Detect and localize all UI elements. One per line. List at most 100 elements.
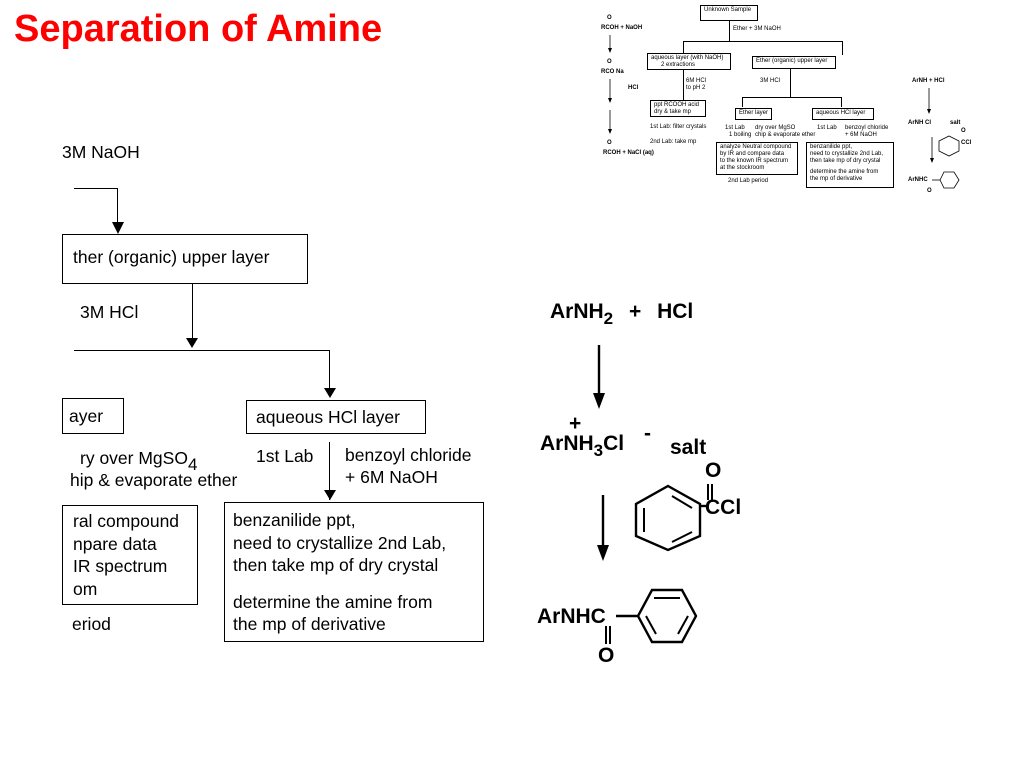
thumb-analyze-line: to the known IR spectrum	[720, 158, 789, 164]
thumb-lab1-b: 1st Lab	[817, 125, 837, 131]
thumb-ether-layer-label: Ether layer	[739, 110, 769, 116]
salt-sub: 3	[593, 441, 604, 460]
benzene-ring-icon	[932, 171, 960, 189]
benzanilide-line: the mp of derivative	[233, 614, 386, 634]
thumb-lab1-a: 1st Lab	[725, 125, 745, 131]
thumb-arnhc: ArNHC	[908, 177, 928, 183]
ether-layer-label: ayer	[69, 406, 104, 426]
reactant-sub: 2	[603, 309, 614, 328]
benzanilide-line: need to crystallize 2nd Lab,	[233, 532, 447, 553]
thumb-ether-upper-label: Ether (organic) upper layer	[756, 58, 828, 64]
thumb-to-ph: to pH 2	[686, 85, 706, 91]
thumb-ppt-acid-box: ppt RCOOH acid dry & take mp	[650, 100, 706, 117]
connector-line	[74, 188, 118, 190]
dry-over-mgso4-label: ry over MgSO4	[80, 448, 197, 474]
benzanilide-box: benzanilide ppt, need to crystallize 2nd…	[224, 502, 484, 642]
aqueous-hcl-layer-label: aqueous HCl layer	[256, 407, 400, 427]
benzene-ring-icon	[634, 484, 702, 552]
dry-sub-text: 4	[187, 455, 198, 474]
reactant-text: ArNH	[550, 300, 604, 323]
connector-line	[742, 97, 842, 98]
salt-formula: ArNH3Cl	[540, 432, 625, 460]
salt-label: salt	[670, 436, 707, 459]
thumb-analyze-box: analyze Neutral compound by IR and compa…	[716, 142, 798, 175]
aqueous-hcl-layer-box: aqueous HCl layer	[246, 400, 426, 434]
arrow-down-icon	[927, 88, 931, 114]
benzanilide-text: benzanilide ppt, need to crystallize 2nd…	[233, 509, 446, 636]
thumb-aqueous-layer-box: aqueous layer (with NaOH) 2 extractions	[647, 53, 731, 70]
thumb-benzoyl: benzoyl chloride	[845, 125, 889, 131]
thumb-benz-line: then take mp of dry crystal	[810, 158, 881, 164]
benzanilide-line: then take mp of dry crystal	[233, 555, 439, 575]
thumb-dry-mp-label: dry & take mp	[654, 109, 692, 115]
salt-formula-text: ArNH	[540, 432, 594, 455]
thumb-salt: salt	[950, 120, 961, 126]
slide-title: Separation of Amine	[14, 8, 383, 50]
reaction-arrow-icon	[597, 495, 609, 561]
connector-line	[74, 350, 330, 352]
thumb-analyze-line: analyze Neutral compound	[720, 144, 792, 150]
thumb-arnh2-hcl: ArNH + HCl	[912, 78, 945, 84]
thumb-ether-naoh: Ether + 3M NaOH	[733, 26, 781, 32]
carbonyl-bond-icon	[605, 626, 611, 644]
thumb-lab2-period: 2nd Lab period	[728, 178, 769, 184]
thumb-lab2-mp: 2nd Lab: take mp	[650, 139, 697, 145]
neutral-line: npare data	[73, 533, 157, 554]
plus-sign: +	[628, 300, 642, 323]
thumb-rcoh-nacl: RCOH + NaCl (aq)	[603, 150, 654, 156]
thumb-unknown-sample-box: Unknown Sample	[700, 5, 758, 21]
ether-layer-box: ayer	[62, 398, 124, 434]
connector-line	[329, 350, 331, 390]
thumb-naoh6: + 6M NaOH	[845, 132, 877, 138]
connector-line	[842, 41, 843, 55]
arrow-down-icon	[608, 79, 612, 103]
reaction-arrow-icon	[593, 345, 605, 409]
product-prefix: ArNHC	[537, 605, 606, 628]
thumb-boiling: 1 boiling	[729, 132, 752, 138]
thumb-ether-layer-box: Ether layer	[735, 108, 772, 120]
thumb-lab1-filter: 1st Lab: filter crystals	[650, 124, 707, 130]
connector-line	[729, 21, 730, 41]
arrow-down-icon	[608, 110, 612, 134]
thumb-3m-hcl: 3M HCl	[760, 78, 781, 84]
salt-cl-text: Cl	[603, 432, 625, 455]
connector-line	[117, 188, 119, 226]
neutral-line: om	[73, 578, 98, 599]
arrow-down-icon	[324, 388, 336, 398]
reactant-equation: ArNH2 + HCl	[550, 300, 693, 328]
first-lab-label: 1st Lab	[256, 446, 314, 466]
thumb-carbonyl-o: O	[607, 15, 612, 21]
arrow-down-icon	[186, 338, 198, 348]
blank-line	[233, 577, 446, 591]
thumb-o-label: O	[961, 128, 966, 134]
neutral-line: ral compound	[73, 511, 180, 531]
thumb-ppt-acid-label: ppt RCOOH acid	[654, 102, 700, 108]
salt-charge-plus: +	[569, 412, 582, 435]
naoh-6m-label: + 6M NaOH	[345, 467, 438, 487]
thumb-analyze-line: by IR and compare data	[720, 151, 785, 157]
benzene-ring-icon	[616, 588, 698, 644]
benzanilide-line: benzanilide ppt,	[233, 510, 356, 530]
benzanilide-line: determine the amine from	[233, 591, 433, 612]
connector-line	[683, 41, 684, 53]
chip-evaporate-label: hip & evaporate ether	[70, 470, 238, 490]
lab-period-label: eriod	[72, 614, 111, 634]
reagent-oxygen: O	[705, 459, 722, 482]
benzene-ring-icon	[938, 135, 960, 157]
salt-charge-minus: -	[644, 422, 651, 445]
connector-line	[329, 442, 331, 500]
thumb-unknown-sample-label: Unknown Sample	[704, 7, 752, 13]
thumb-benz-line: need to crystallize 2nd Lab,	[810, 151, 884, 157]
thumb-6m-hcl: 6M HCl	[686, 78, 707, 84]
arrow-down-icon	[324, 490, 336, 500]
thumb-aqueous-layer-label: aqueous layer (with NaOH)	[651, 55, 724, 61]
connector-line	[742, 97, 743, 107]
reagent-hcl-label: 3M HCl	[80, 302, 139, 322]
thumb-chip-evap: chip & evaporate ether	[755, 132, 816, 138]
reagent-ccl: CCl	[705, 496, 742, 519]
connector-line	[683, 70, 684, 100]
carbonyl-bond-icon	[699, 484, 713, 508]
thumb-dry-mgso4: dry over MgSO	[755, 125, 796, 131]
thumb-extractions-label: 2 extractions	[661, 62, 696, 68]
benzoyl-chloride-label: benzoyl chloride	[345, 445, 472, 465]
